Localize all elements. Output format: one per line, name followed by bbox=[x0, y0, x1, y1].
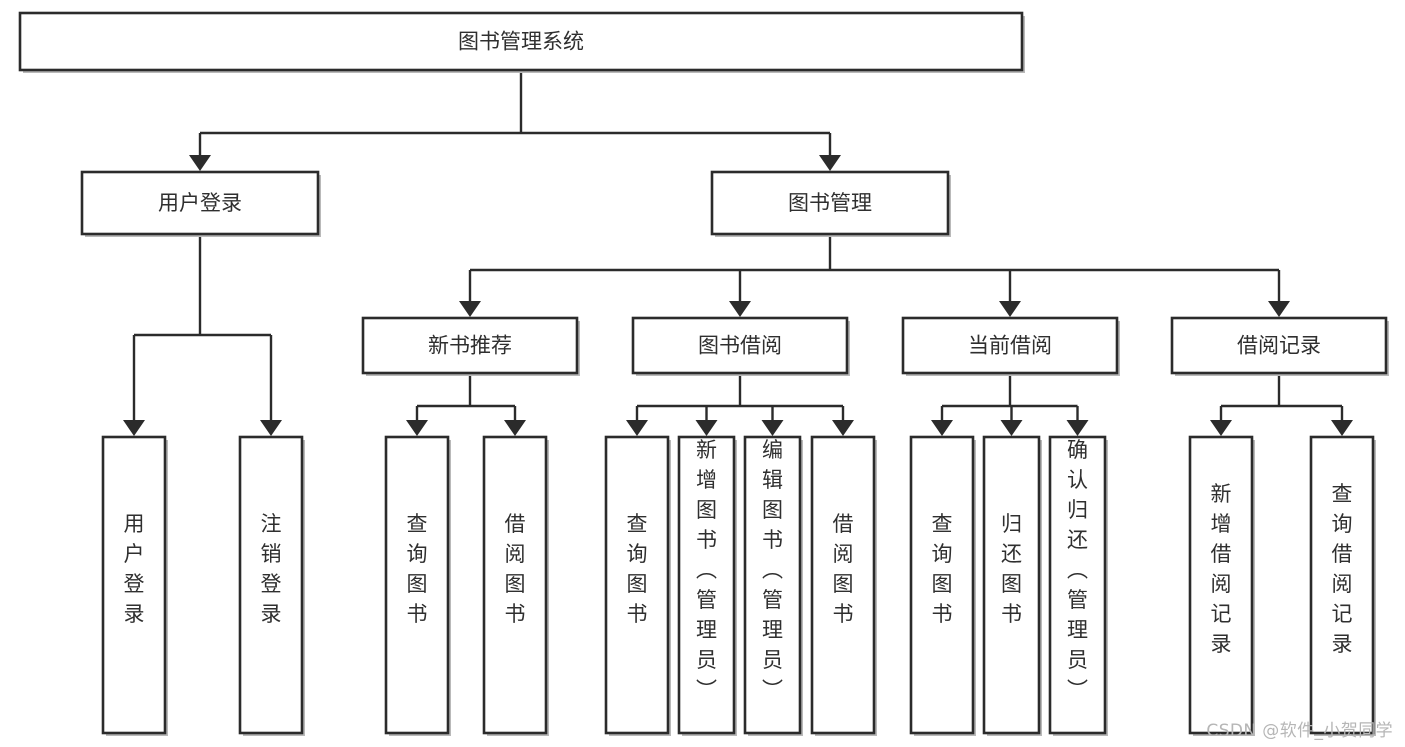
node-layer: 图书管理系统用户登录图书管理新书推荐图书借阅当前借阅借阅记录用户登录注销登录查询… bbox=[18, 11, 1389, 736]
node-leaf_4[interactable]: 查询图书 bbox=[604, 435, 671, 736]
node-label: 当前借阅 bbox=[968, 334, 1052, 358]
connector-group-l2_0 bbox=[406, 373, 526, 436]
node-leaf_2[interactable]: 查询图书 bbox=[384, 435, 451, 736]
connector-group-l2_3 bbox=[1210, 373, 1353, 436]
connector-layer bbox=[123, 70, 1353, 436]
node-box[interactable] bbox=[909, 435, 975, 735]
node-l2_0[interactable]: 新书推荐 bbox=[361, 316, 580, 376]
node-leaf_11[interactable]: 新增借阅记录 bbox=[1188, 435, 1255, 736]
node-leaf_7[interactable]: 借阅图书 bbox=[810, 435, 877, 736]
node-label: 图书借阅 bbox=[698, 334, 782, 358]
node-label: 查询图书 bbox=[627, 512, 648, 626]
connector-group-l1_0 bbox=[123, 234, 282, 436]
node-box[interactable] bbox=[1048, 435, 1107, 735]
node-label: 新增借阅记录 bbox=[1211, 482, 1232, 656]
node-label: 归还图书 bbox=[1001, 512, 1022, 626]
connector-group-l2_1 bbox=[626, 373, 854, 436]
node-l1_1[interactable]: 图书管理 bbox=[710, 170, 951, 237]
node-label: 查询图书 bbox=[407, 512, 428, 626]
node-label: 新书推荐 bbox=[428, 334, 512, 358]
node-box[interactable] bbox=[238, 435, 304, 735]
node-label: 图书管理 bbox=[788, 191, 872, 215]
node-box[interactable] bbox=[631, 316, 849, 375]
node-box[interactable] bbox=[1188, 435, 1254, 735]
node-leaf_5[interactable]: 新增图书︵管理员︶ bbox=[677, 435, 737, 736]
node-label: 确认归还︵管理员︶ bbox=[1067, 438, 1088, 702]
node-l2_2[interactable]: 当前借阅 bbox=[901, 316, 1120, 376]
node-label: 借阅图书 bbox=[505, 512, 526, 626]
node-box[interactable] bbox=[1309, 435, 1375, 735]
node-box[interactable] bbox=[1170, 316, 1388, 375]
node-label: 图书管理系统 bbox=[458, 30, 584, 54]
node-box[interactable] bbox=[810, 435, 876, 735]
node-label: 注销登录 bbox=[261, 512, 282, 626]
node-box[interactable] bbox=[710, 170, 950, 236]
node-leaf_1[interactable]: 注销登录 bbox=[238, 435, 305, 736]
connector-group-root bbox=[189, 70, 841, 171]
node-box[interactable] bbox=[101, 435, 167, 735]
node-leaf_3[interactable]: 借阅图书 bbox=[482, 435, 549, 736]
node-box[interactable] bbox=[482, 435, 548, 735]
node-leaf_6[interactable]: 编辑图书︵管理员︶ bbox=[743, 435, 803, 736]
node-root[interactable]: 图书管理系统 bbox=[18, 11, 1025, 73]
node-leaf_10[interactable]: 确认归还︵管理员︶ bbox=[1048, 435, 1108, 736]
node-l2_1[interactable]: 图书借阅 bbox=[631, 316, 850, 376]
node-box[interactable] bbox=[80, 170, 320, 236]
node-box[interactable] bbox=[677, 435, 736, 735]
node-box[interactable] bbox=[982, 435, 1041, 735]
node-label: 查询借阅记录 bbox=[1332, 482, 1353, 656]
node-l2_3[interactable]: 借阅记录 bbox=[1170, 316, 1389, 376]
node-box[interactable] bbox=[743, 435, 802, 735]
node-label: 借阅图书 bbox=[833, 512, 854, 626]
node-box[interactable] bbox=[18, 11, 1024, 72]
node-label: 查询图书 bbox=[932, 512, 953, 626]
connector-group-l1_1 bbox=[459, 234, 1290, 317]
connector-group-l2_2 bbox=[931, 373, 1089, 436]
node-leaf_9[interactable]: 归还图书 bbox=[982, 435, 1042, 736]
node-leaf_12[interactable]: 查询借阅记录 bbox=[1309, 435, 1376, 736]
node-label: 用户登录 bbox=[124, 512, 145, 626]
node-box[interactable] bbox=[384, 435, 450, 735]
node-box[interactable] bbox=[901, 316, 1119, 375]
node-leaf_8[interactable]: 查询图书 bbox=[909, 435, 976, 736]
node-box[interactable] bbox=[361, 316, 579, 375]
node-l1_0[interactable]: 用户登录 bbox=[80, 170, 321, 237]
node-leaf_0[interactable]: 用户登录 bbox=[101, 435, 168, 736]
node-label: 借阅记录 bbox=[1237, 334, 1321, 358]
node-label: 编辑图书︵管理员︶ bbox=[762, 438, 783, 702]
node-label: 新增图书︵管理员︶ bbox=[696, 438, 717, 702]
node-label: 用户登录 bbox=[158, 191, 242, 215]
node-box[interactable] bbox=[604, 435, 670, 735]
